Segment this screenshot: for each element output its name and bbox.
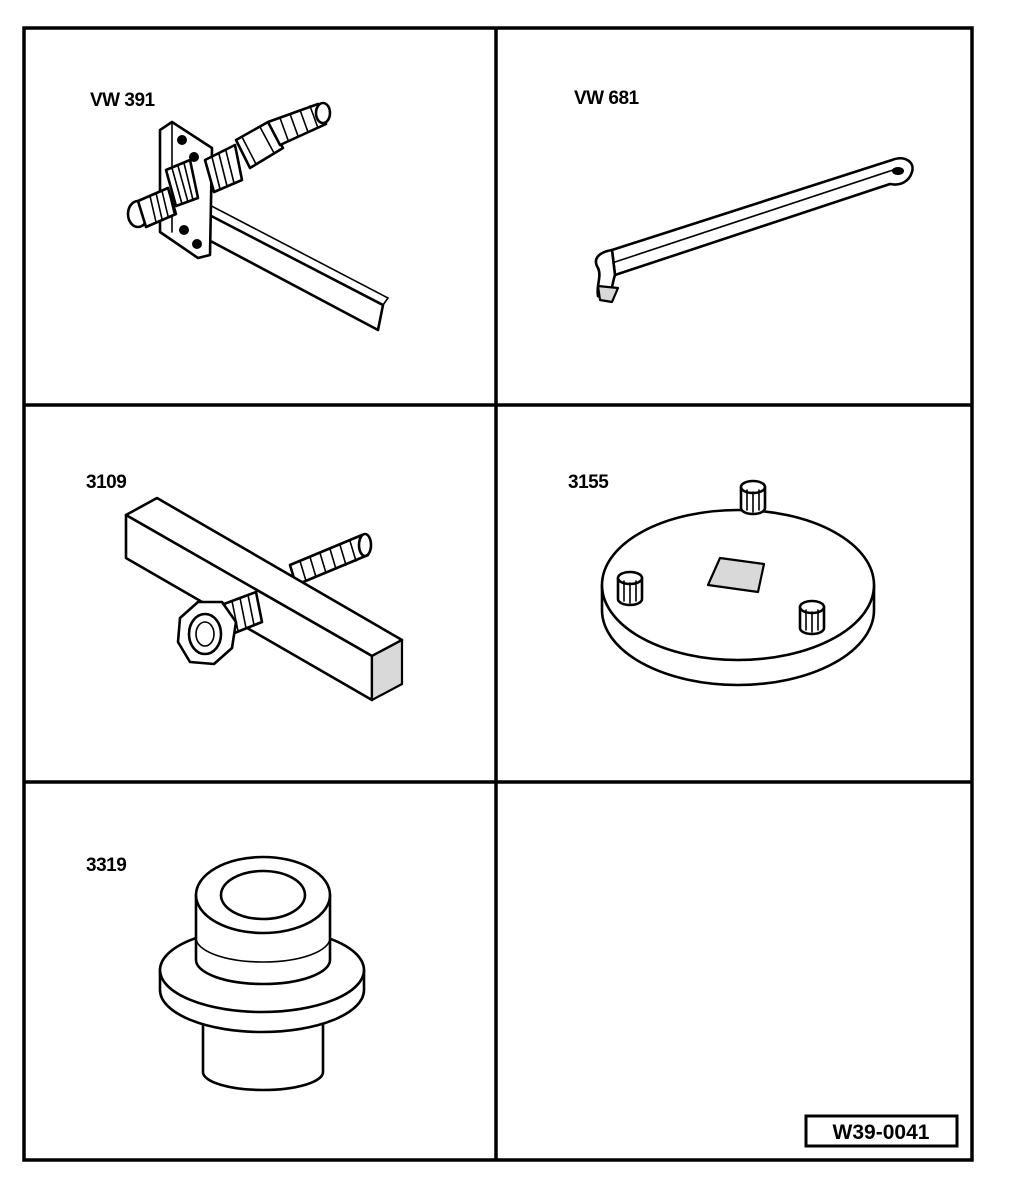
tool-cell-vw391: VW 391 — [90, 90, 390, 332]
tool-3155-drawing — [600, 479, 876, 687]
tool-cell-3109: 3109 — [86, 472, 404, 702]
tool-cell-3319: 3319 — [86, 855, 366, 1092]
tool-label-3155: 3155 — [568, 472, 609, 493]
tool-label-vw391: VW 391 — [90, 90, 156, 111]
grid-frame — [22, 26, 974, 1162]
tool-label-3319: 3319 — [86, 855, 126, 876]
tool-vw681-drawing — [594, 157, 914, 304]
tool-label-vw681: VW 681 — [574, 88, 640, 109]
tool-3109-drawing — [124, 496, 404, 702]
tool-3319-drawing — [158, 855, 366, 1092]
figure-reference-box: W39-0041 — [804, 1114, 959, 1148]
tool-vw391-drawing — [126, 101, 390, 332]
tool-label-3109: 3109 — [86, 472, 126, 493]
tool-cell-3155: 3155 — [568, 472, 876, 687]
tool-cell-vw681: VW 681 — [574, 88, 914, 304]
figure-reference-label: W39-0041 — [833, 1121, 930, 1144]
